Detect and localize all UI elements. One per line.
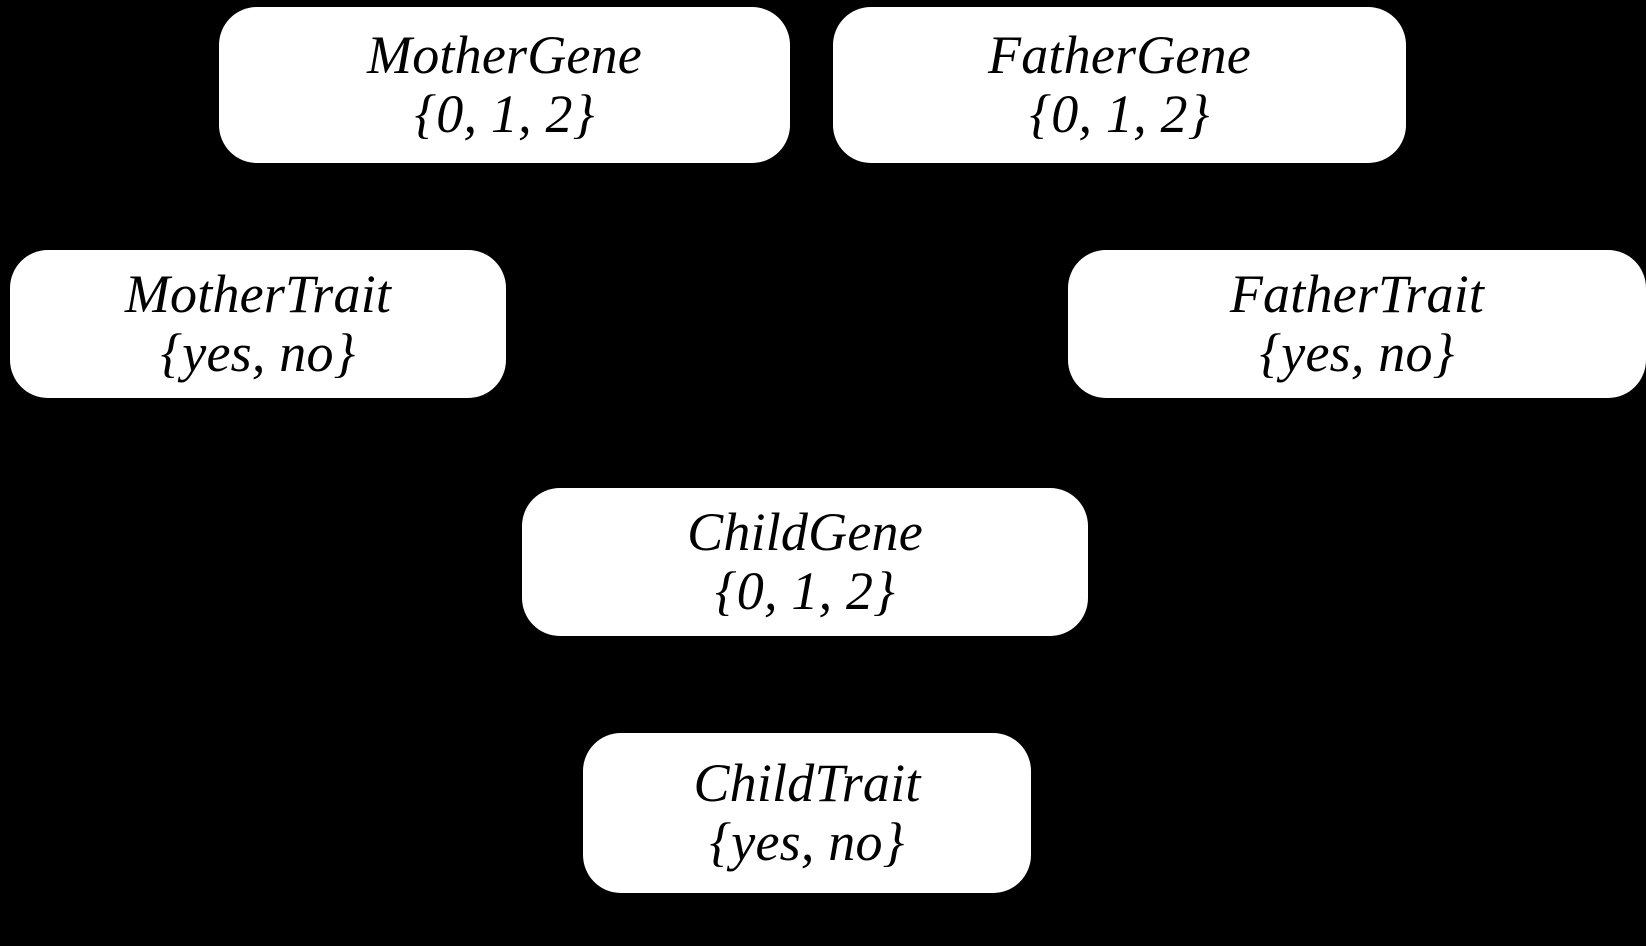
node-mother-gene-title: MotherGene	[367, 24, 642, 85]
node-mother-trait-domain: {yes, no}	[160, 323, 356, 383]
node-father-trait-title: FatherTrait	[1229, 263, 1485, 324]
node-father-gene-domain: {0, 1, 2}	[1029, 84, 1210, 144]
node-mother-trait[interactable]: MotherTrait {yes, no}	[10, 250, 506, 398]
node-child-trait-domain: {yes, no}	[709, 812, 905, 872]
node-mother-gene-domain: {0, 1, 2}	[414, 84, 595, 144]
node-father-gene-title: FatherGene	[988, 24, 1251, 85]
node-child-gene[interactable]: ChildGene {0, 1, 2}	[522, 488, 1088, 636]
node-child-gene-title: ChildGene	[687, 501, 923, 562]
node-child-trait-title: ChildTrait	[693, 752, 921, 813]
node-father-trait[interactable]: FatherTrait {yes, no}	[1068, 250, 1646, 398]
node-child-gene-domain: {0, 1, 2}	[715, 561, 895, 621]
node-child-trait[interactable]: ChildTrait {yes, no}	[583, 733, 1031, 893]
node-mother-gene[interactable]: MotherGene {0, 1, 2}	[219, 7, 790, 163]
node-mother-trait-title: MotherTrait	[124, 263, 392, 324]
node-father-trait-domain: {yes, no}	[1259, 323, 1455, 383]
node-father-gene[interactable]: FatherGene {0, 1, 2}	[833, 7, 1406, 163]
